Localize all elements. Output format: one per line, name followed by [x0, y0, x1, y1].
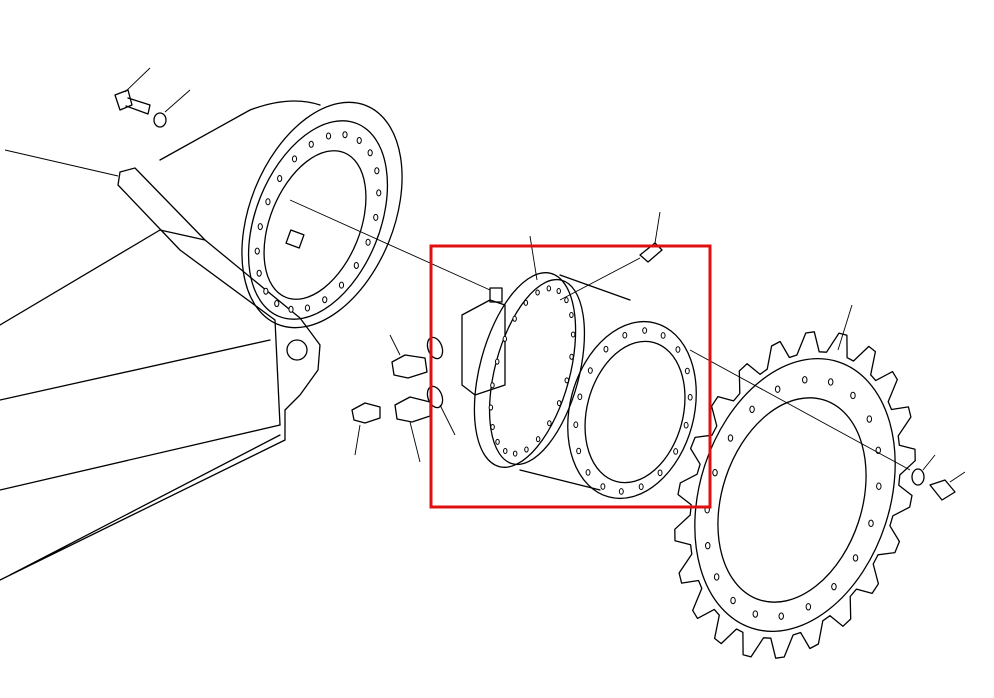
bolt-hole: [727, 434, 734, 442]
bolt-hole: [866, 415, 873, 423]
bolt-hole: [503, 447, 508, 454]
bolt-hole: [254, 247, 260, 255]
washer: [153, 89, 191, 128]
bolt-hole: [749, 405, 755, 413]
bolt-hole: [257, 223, 263, 231]
bolt-hole: [569, 353, 574, 360]
bolt-hole: [673, 448, 679, 455]
bolt-hole: [322, 296, 328, 304]
bolt-hole: [291, 155, 298, 163]
bolt-hole: [802, 376, 808, 384]
bolt-hole: [600, 483, 606, 490]
bolt-hole: [774, 385, 781, 393]
bolt-hole: [622, 331, 628, 339]
bolt-hole: [547, 420, 552, 427]
bolt-hole: [805, 603, 812, 611]
bolt-hole: [263, 287, 269, 295]
bolt-hole: [705, 542, 711, 550]
bolt-hole: [638, 483, 644, 491]
bolt-hole: [488, 404, 494, 411]
bolt-hole: [490, 423, 495, 430]
bolt-hole: [494, 358, 500, 365]
bolt-hole: [535, 289, 540, 296]
bolt-hole: [618, 488, 624, 495]
bolt-hole: [850, 391, 856, 400]
bolt-hole: [712, 468, 718, 477]
bolt-hole: [512, 315, 517, 322]
bolt-hole: [683, 421, 689, 429]
bolt-hole: [564, 297, 569, 304]
bolt-hole: [675, 346, 681, 353]
bolt-hole: [502, 335, 508, 342]
frame-mounting-ring: [241, 101, 491, 329]
bolt-hole: [365, 238, 371, 246]
bolt-hole: [585, 469, 591, 476]
bolt-hole: [325, 132, 332, 140]
bolt-hole: [274, 300, 280, 308]
bolt-hole: [713, 573, 720, 581]
bolt-hole: [569, 312, 574, 319]
bolt-hole: [374, 167, 380, 175]
bolt-hole: [576, 447, 582, 455]
bolt-hole: [524, 446, 529, 453]
final-drive-travel-motor: [461, 235, 697, 500]
o-rings: [426, 336, 456, 436]
bolt-hole: [752, 610, 759, 618]
bolt-hole: [556, 400, 562, 407]
bolt-hole: [684, 367, 690, 375]
mounting-bolt: [114, 67, 151, 115]
bolt-hole: [660, 332, 666, 339]
bolt-hole: [546, 285, 552, 292]
bolt-hole: [338, 281, 345, 289]
bolt-hole: [308, 140, 314, 148]
bolt-hole: [490, 382, 495, 389]
bolt-hole: [687, 393, 693, 401]
bolt-hole: [603, 345, 609, 353]
sprocket: [674, 304, 916, 659]
bolt-hole: [373, 213, 379, 221]
bolt-hole: [512, 450, 518, 457]
bolt-hole: [288, 305, 294, 313]
bolt-hole: [570, 331, 576, 338]
bolt-hole: [367, 149, 373, 157]
bolt-hole: [342, 131, 348, 139]
bolt-hole: [587, 367, 593, 374]
bolt-hole: [304, 304, 311, 312]
bolt-hole: [573, 421, 579, 429]
bolt-hole: [876, 482, 882, 490]
bolt-hole: [827, 378, 834, 386]
bolt-hole: [495, 438, 500, 445]
track-frame: [0, 100, 321, 581]
bolt-hole: [277, 175, 283, 183]
bolt-hole: [868, 519, 874, 528]
bolt-hole: [535, 436, 541, 443]
bolt-hole: [778, 612, 784, 620]
bolt-hole: [265, 198, 271, 206]
hose-fittings: [351, 211, 663, 463]
bolt-hole: [564, 377, 570, 384]
bolt-hole: [831, 583, 837, 591]
highlight-box: [429, 244, 712, 509]
bolt-hole: [356, 136, 362, 144]
bolt-hole: [256, 269, 262, 277]
bolt-hole: [556, 288, 561, 295]
bolt-hole: [642, 327, 648, 334]
bolt-hole: [852, 554, 859, 562]
bolt-hole: [376, 189, 382, 197]
bolt-hole: [730, 596, 736, 605]
bolt-hole: [353, 261, 359, 269]
bolt-hole: [523, 299, 529, 306]
bolt-hole: [657, 469, 663, 477]
bolt-hole: [577, 393, 583, 401]
mounting-bolt: [911, 454, 966, 501]
